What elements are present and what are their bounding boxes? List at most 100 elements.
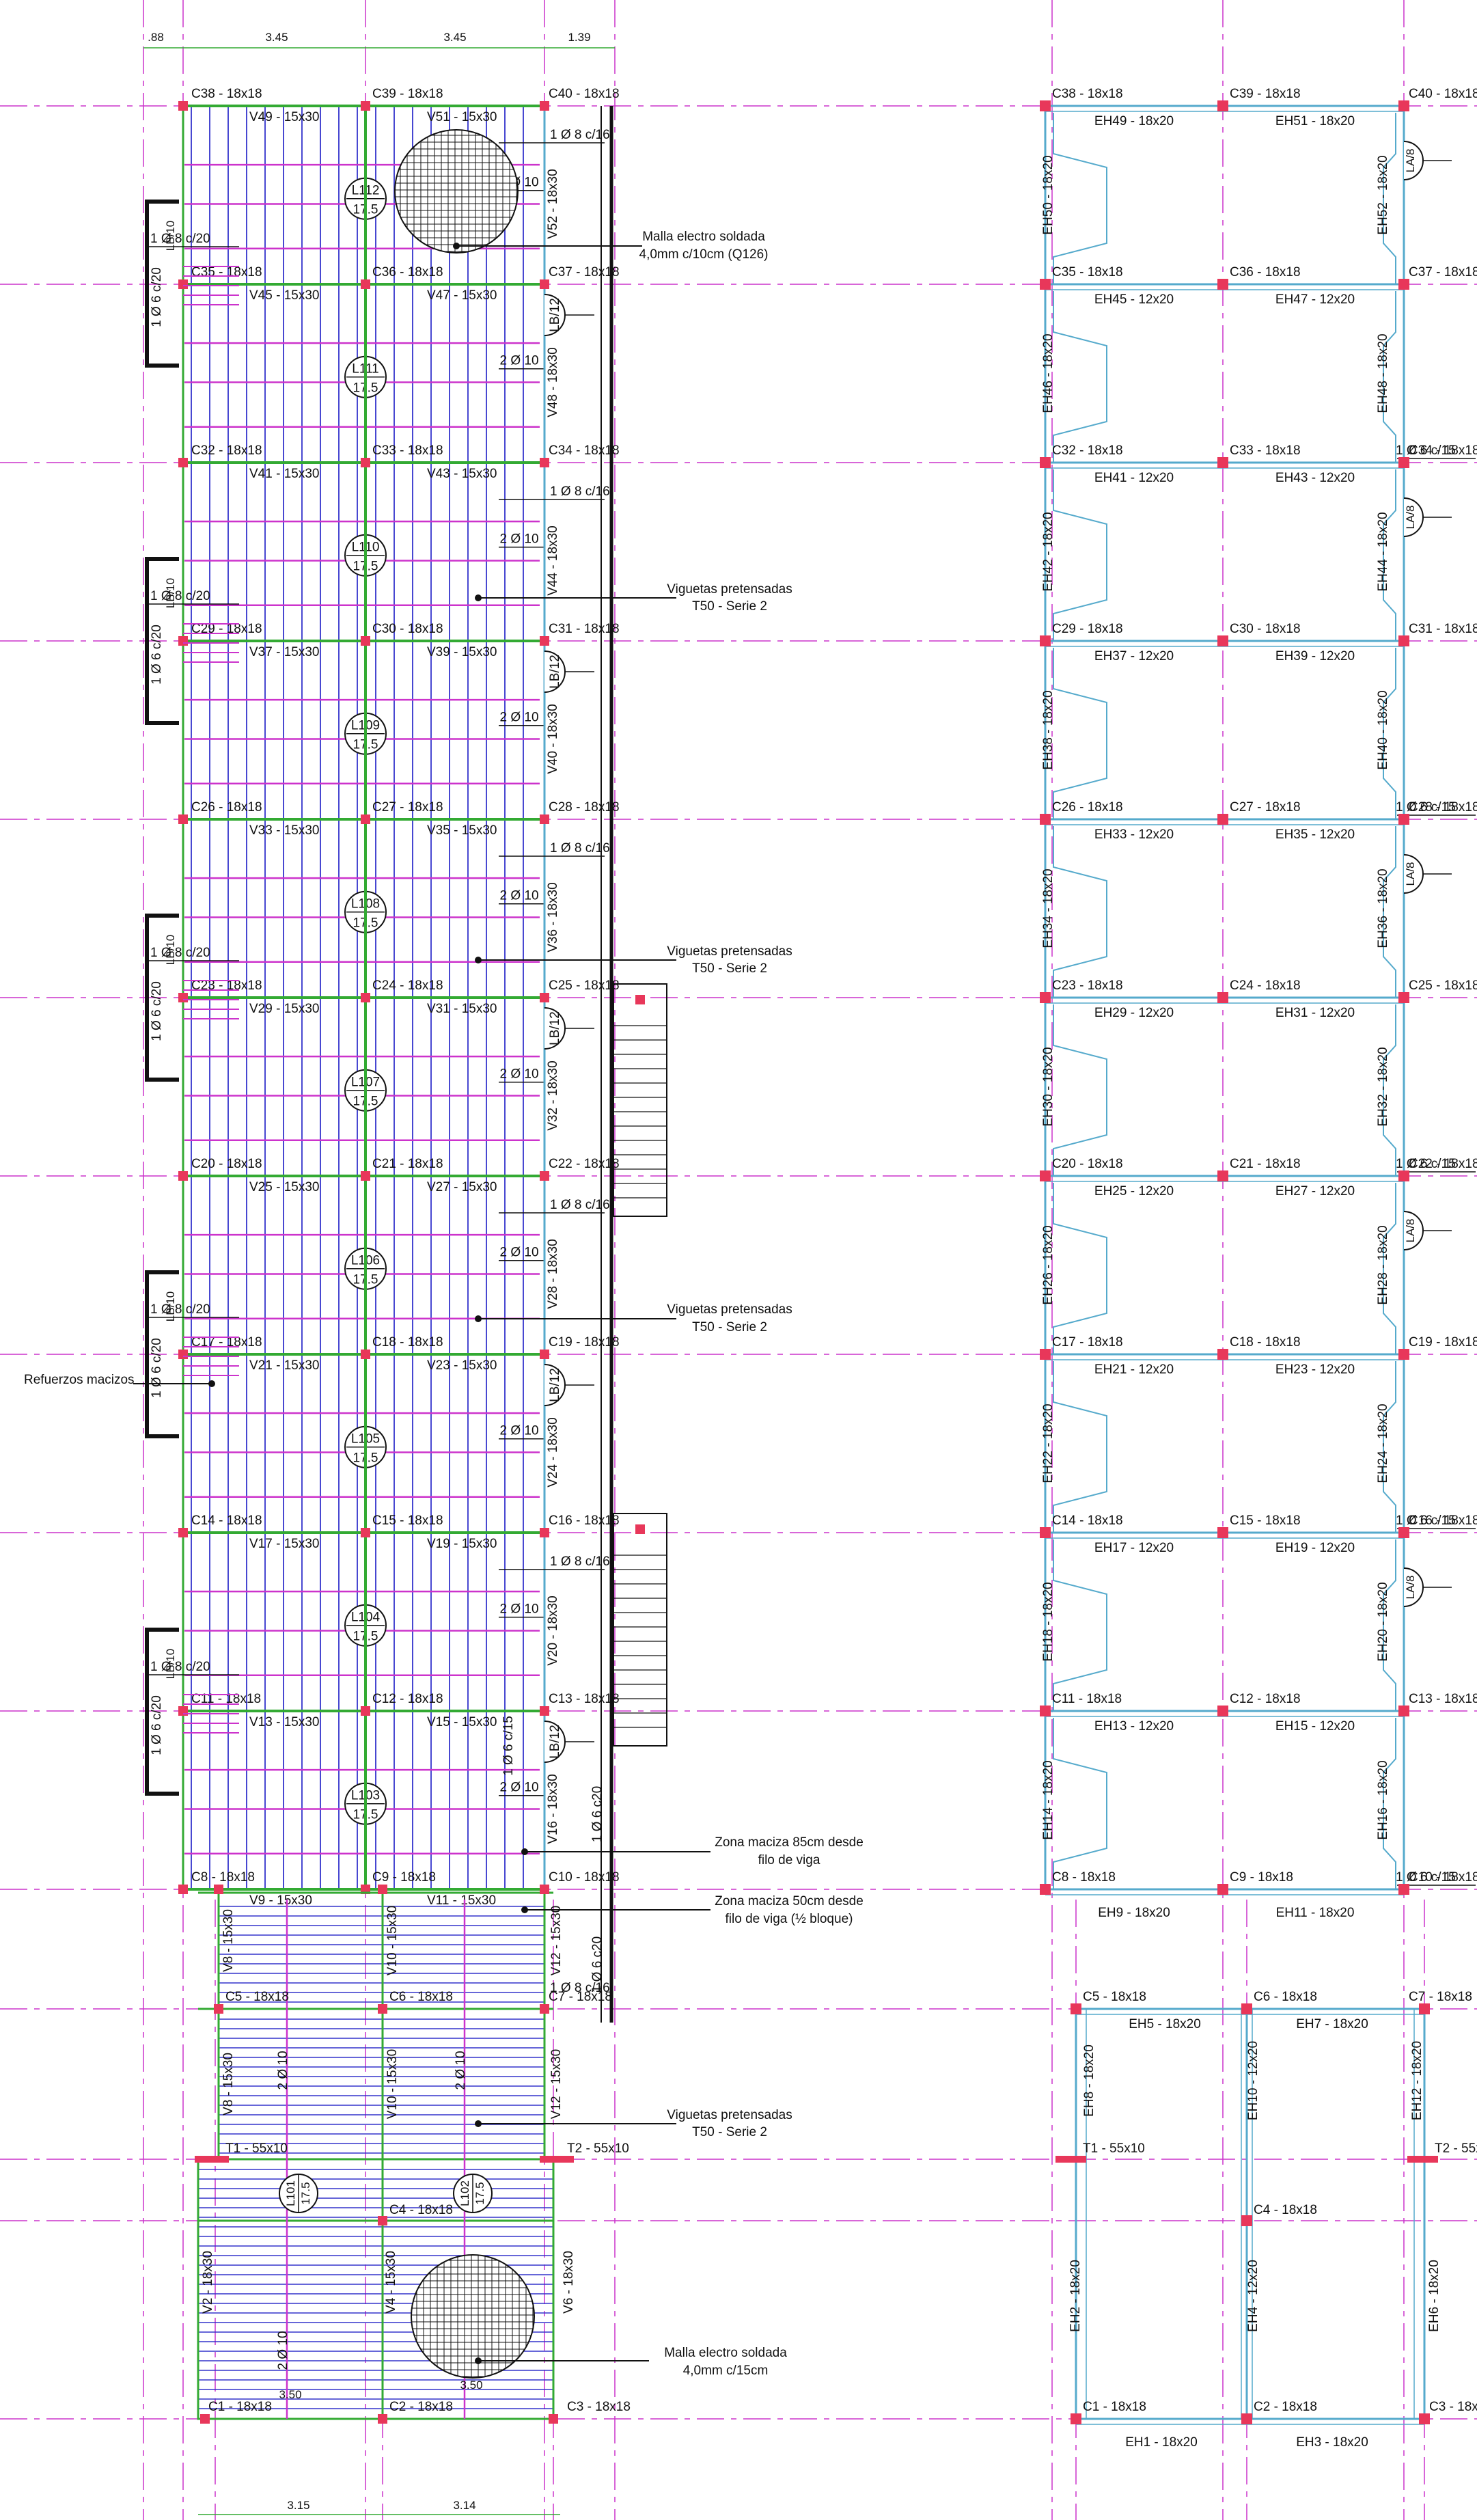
beam-label: V13 - 15x30	[249, 1715, 319, 1729]
rebar-label: 1 Ø 6 c/20	[150, 625, 164, 685]
rebar-label: 1 Ø 8 c/20	[150, 1660, 210, 1674]
column-label: C7 - 18x18	[549, 1990, 612, 2004]
tie-marker	[1407, 2156, 1438, 2163]
note-text: Malla electro soldada	[642, 230, 765, 244]
rebar-label: 1 Ø 6 c/20	[150, 1338, 164, 1398]
column-label: C1 - 18x18	[208, 2400, 272, 2414]
column-marker	[540, 2004, 549, 2014]
column-marker	[378, 1885, 387, 1894]
column-marker	[540, 814, 549, 824]
support-step	[1383, 113, 1396, 284]
column-label: C18 - 18x18	[1230, 1335, 1301, 1350]
column-label: C2 - 18x18	[1254, 2400, 1317, 2414]
column-marker	[1241, 2413, 1252, 2424]
beam-label: EH23 - 12x20	[1275, 1362, 1355, 1377]
column-label: C11 - 18x18	[191, 1692, 261, 1706]
column-label: C2 - 18x18	[389, 2400, 453, 2414]
column-marker	[540, 636, 549, 646]
beam-label-vertical: V8 - 15x30	[221, 1909, 236, 1972]
rebar-label: 2 Ø 10	[499, 889, 538, 903]
column-marker	[1398, 1706, 1409, 1716]
beam-label-vertical: EH48 - 18x20	[1376, 333, 1390, 413]
support-step	[1383, 1183, 1396, 1354]
column-marker	[361, 814, 370, 824]
beam-label: V15 - 15x30	[427, 1715, 497, 1729]
column-marker	[1071, 2003, 1081, 2014]
column-label: C19 - 18x18	[549, 1335, 620, 1350]
column-marker	[1398, 992, 1409, 1003]
note-text: 4,0mm c/10cm (Q126)	[639, 247, 769, 262]
note-text: 4,0mm c/15cm	[683, 2364, 769, 2378]
column-label: C13 - 18x18	[1409, 1692, 1477, 1706]
column-label: C40 - 18x18	[549, 87, 620, 101]
column-label: C10 - 18x18	[549, 1870, 620, 1885]
column-label: C32 - 18x18	[191, 443, 262, 458]
beam-label: EH27 - 12x20	[1275, 1184, 1355, 1199]
column-label: C35 - 18x18	[191, 265, 262, 279]
dim-text: 3.15	[287, 2499, 309, 2512]
lb-label: LB/12	[548, 655, 562, 689]
column-marker	[361, 636, 370, 646]
beam-label: EH37 - 12x20	[1094, 649, 1174, 663]
rebar-label: 1 Ø 6 c/20	[150, 1695, 164, 1755]
column-marker	[540, 1350, 549, 1359]
support-step	[1383, 1004, 1396, 1176]
beam-label: EH39 - 12x20	[1275, 649, 1355, 663]
column-marker	[1040, 814, 1051, 825]
note-text: Refuerzos macizos	[24, 1373, 135, 1387]
lb-label: LB/12	[548, 1368, 562, 1402]
mesh-circle	[411, 2254, 535, 2379]
column-marker	[1217, 814, 1228, 825]
rebar-label: 1 Ø 6 c/15	[1396, 443, 1456, 458]
note-text: filo de viga (½ bloque)	[726, 1912, 853, 1926]
column-label: C18 - 18x18	[372, 1335, 443, 1350]
column-label: C38 - 18x18	[1052, 87, 1123, 101]
column-label: C4 - 18x18	[1254, 2203, 1317, 2217]
column-marker	[178, 101, 188, 111]
column-marker	[1241, 2003, 1252, 2014]
beam-label: V17 - 15x30	[249, 1537, 319, 1551]
beam-label: EH47 - 12x20	[1275, 292, 1355, 307]
column-marker	[1419, 2413, 1430, 2424]
column-label: C31 - 18x18	[549, 622, 620, 636]
column-marker	[1071, 2413, 1081, 2424]
beam-label: V41 - 15x30	[249, 467, 319, 481]
beam-label: V31 - 15x30	[427, 1002, 497, 1016]
note-text: T50 - Serie 2	[692, 961, 767, 976]
beam-label-vertical: EH30 - 18x20	[1041, 1047, 1055, 1126]
beam-label-vertical: EH38 - 18x20	[1041, 690, 1055, 769]
beam-label: EH41 - 12x20	[1094, 471, 1174, 485]
column-label: C29 - 18x18	[1052, 622, 1123, 636]
beam-label-vertical: EH16 - 18x20	[1376, 1760, 1390, 1839]
beam-label-vertical: EH20 - 18x20	[1376, 1582, 1390, 1661]
support-step	[1383, 1539, 1396, 1711]
column-label: C22 - 18x18	[1409, 1157, 1477, 1171]
column-marker	[1040, 457, 1051, 468]
beam-label: V23 - 15x30	[427, 1358, 497, 1373]
note-text: Zona maciza 50cm desde	[715, 1894, 864, 1908]
tie-marker	[540, 2156, 574, 2163]
column-label: C27 - 18x18	[1230, 800, 1301, 814]
column-marker	[1217, 635, 1228, 646]
mesh-circle	[394, 129, 519, 254]
column-label: C30 - 18x18	[372, 622, 443, 636]
column-label: C37 - 18x18	[1409, 265, 1477, 279]
support-step	[1053, 826, 1107, 998]
beam-label: EH21 - 12x20	[1094, 1362, 1174, 1377]
beam-label-vertical: V8 - 15x30	[221, 2053, 236, 2115]
beam-label: EH15 - 12x20	[1275, 1719, 1355, 1734]
beam-label-vertical: EH50 - 18x20	[1041, 155, 1055, 234]
rebar-label: LB/10	[164, 1649, 177, 1679]
beam-label: V37 - 15x30	[249, 645, 319, 659]
beam-label: EH45 - 12x20	[1094, 292, 1174, 307]
beam-label-vertical: EH40 - 18x20	[1376, 690, 1390, 769]
column-label: C36 - 18x18	[1230, 265, 1301, 279]
column-label: C12 - 18x18	[1230, 1692, 1301, 1706]
column-label: C8 - 18x18	[1052, 1870, 1116, 1885]
note-text: Malla electro soldada	[664, 2346, 787, 2360]
column-marker	[1040, 992, 1051, 1003]
beam-label: EH3 - 18x20	[1296, 2435, 1368, 2450]
dim-text: 1.39	[568, 31, 590, 44]
column-label: C20 - 18x18	[1052, 1157, 1123, 1171]
